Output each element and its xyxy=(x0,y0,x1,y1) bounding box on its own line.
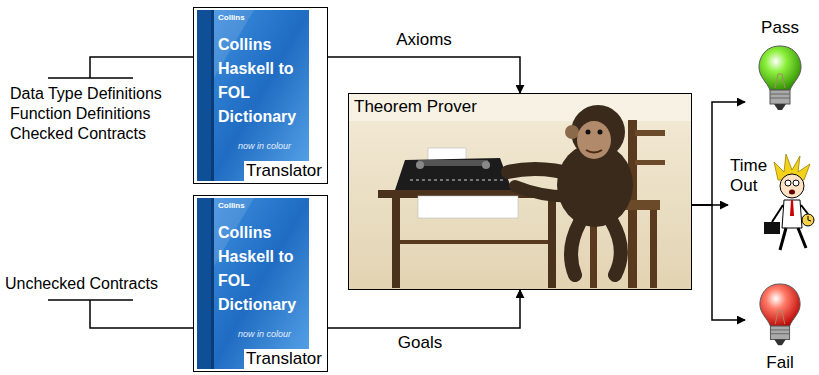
connector-arrow xyxy=(328,290,520,328)
node-text: Unchecked Contracts xyxy=(5,274,158,294)
node-text: Translator xyxy=(244,349,324,369)
connector-arrow xyxy=(328,57,520,93)
book-cover xyxy=(194,196,327,371)
connector-arrow xyxy=(90,57,193,78)
input-list: Unchecked Contracts xyxy=(5,274,158,300)
translator-box: CollinsCollins Haskell to FOL Dictionary… xyxy=(193,195,328,372)
input-list: Data Type DefinitionsFunction Definition… xyxy=(10,78,162,144)
node-text: Pass xyxy=(761,18,799,38)
node-text: Translator xyxy=(244,161,324,181)
edge-label: Axioms xyxy=(393,30,455,50)
node-text: Time Out xyxy=(730,156,776,196)
book-cover xyxy=(194,8,327,183)
result-icon: Fail xyxy=(745,282,815,373)
result-icon: Pass xyxy=(745,18,815,113)
node-text: Collins xyxy=(218,201,245,211)
result-icon: Time Out xyxy=(728,150,816,255)
node-text: Data Type Definitions xyxy=(10,84,162,104)
translator-box: CollinsCollins Haskell to FOL Dictionary… xyxy=(193,7,328,184)
node-text: Function Definitions xyxy=(10,104,162,124)
connector-arrow xyxy=(90,300,193,328)
node-text: Checked Contracts xyxy=(10,124,162,144)
connector-arrow xyxy=(692,205,745,320)
node-text: Collins Haskell to FOL Dictionary xyxy=(218,221,302,317)
monkey-illustration xyxy=(348,93,692,290)
prover-box: Theorem Prover xyxy=(348,93,692,290)
node-text: Collins Haskell to FOL Dictionary xyxy=(218,33,302,129)
node-text: Collins xyxy=(218,13,245,23)
node-text: now in colour xyxy=(238,329,291,340)
node-text: now in colour xyxy=(238,141,291,152)
node-text: Fail xyxy=(766,353,793,373)
node-text: Theorem Prover xyxy=(354,97,477,117)
edge-label: Goals xyxy=(395,333,445,353)
